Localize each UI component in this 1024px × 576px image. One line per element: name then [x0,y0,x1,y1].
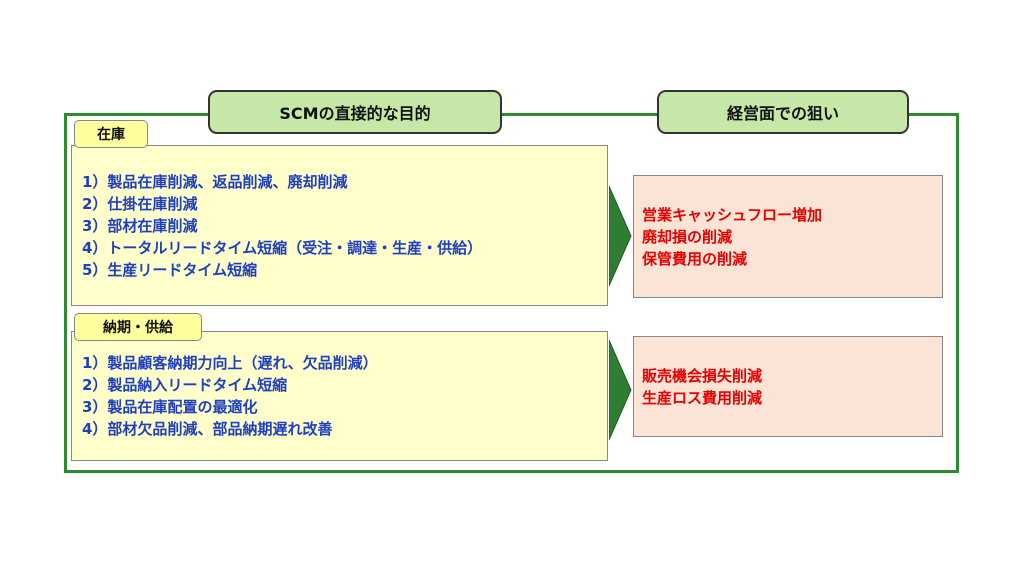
delivery-aims-box: 販売機会損失削減 生産ロス費用削減 [633,336,943,437]
header-direct-objectives-label: SCMの直接的な目的 [279,104,431,123]
header-management-aims-label: 経営面での狙い [726,104,839,123]
goal-item: 廃却損の削減 [642,227,733,246]
inventory-tag: 在庫 [74,120,148,148]
list-item: 3）製品在庫配置の最適化 [82,398,258,416]
right-arrow-icon [609,186,632,286]
list-item: 1）製品顧客納期力向上（遅れ、欠品削減） [82,354,378,372]
list-item: 4）トータルリードタイム短縮（受注・調達・生産・供給） [82,238,483,257]
goal-item: 営業キャッシュフロー増加 [642,205,823,224]
list-item: 5）生産リードタイム短縮 [82,260,258,279]
inventory-tag-label: 在庫 [97,127,125,143]
header-direct-objectives: SCMの直接的な目的 [208,90,502,134]
header-management-aims: 経営面での狙い [657,90,909,134]
list-item: 2）仕掛在庫削減 [82,194,198,213]
delivery-supply-tag: 納期・供給 [74,313,202,341]
goal-item: 保管費用の削減 [642,249,748,268]
outer-frame [64,113,959,473]
delivery-objectives-box: 1）製品顧客納期力向上（遅れ、欠品削減） 2）製品納入リードタイム短縮 3）製品… [71,331,608,461]
list-item: 1）製品在庫削減、返品削減、廃却削減 [82,172,348,191]
delivery-supply-tag-label: 納期・供給 [103,320,173,336]
inventory-aims-box: 営業キャッシュフロー増加 廃却損の削減 保管費用の削減 [633,175,943,298]
goal-item: 販売機会損失削減 [642,366,763,385]
list-item: 4）部材欠品削減、部品納期遅れ改善 [82,420,333,438]
goal-item: 生産ロス費用削減 [642,388,763,407]
list-item: 3）部材在庫削減 [82,216,198,235]
inventory-objectives-box: 1）製品在庫削減、返品削減、廃却削減 2）仕掛在庫削減 3）部材在庫削減 4）ト… [71,145,608,306]
list-item: 2）製品納入リードタイム短縮 [82,376,288,394]
right-arrow-icon [609,340,632,440]
